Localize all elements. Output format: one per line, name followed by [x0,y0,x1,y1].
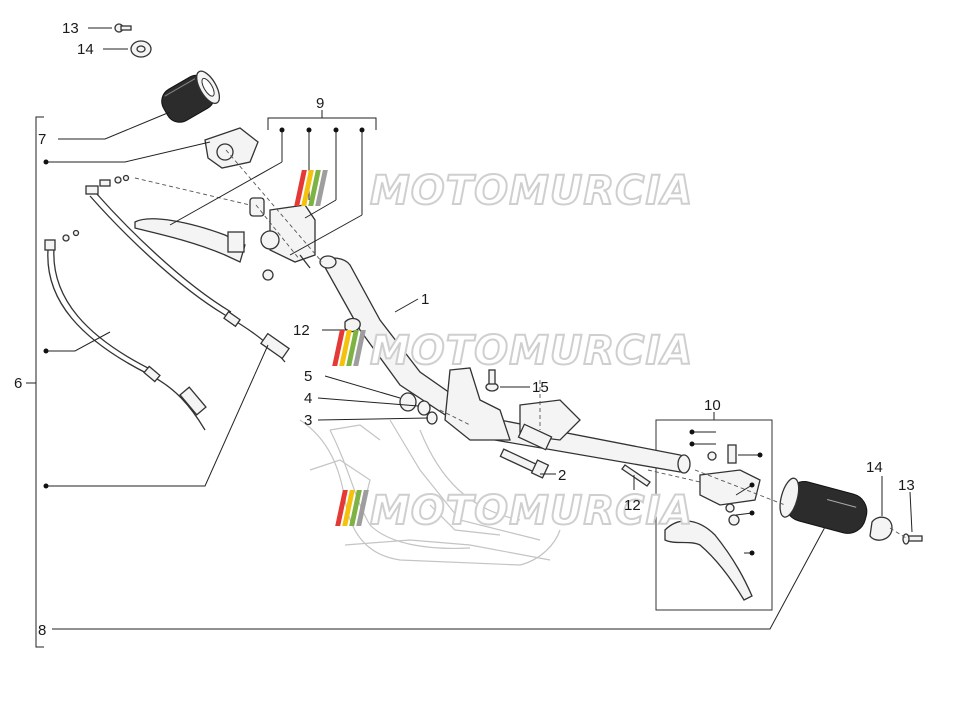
screw-13-left [114,23,132,33]
watermark-middle: MOTOMURCIA [332,327,693,375]
leader-lines [46,27,913,630]
bracket-6 [26,116,44,648]
washer-3 [426,411,438,425]
watermark-top: MOTOMURCIA [294,167,693,215]
bracket-9 [267,110,377,130]
grip-right [779,477,868,534]
callout-7: 7 [38,131,46,148]
callout-12-right: 12 [624,497,641,514]
callout-12-center: 12 [293,322,310,339]
grip-7-left [161,70,221,123]
callout-14-left: 14 [77,41,94,58]
watermark-text-bottom: MOTOMURCIA [370,488,693,534]
callout-13-right: 13 [898,477,915,494]
clip-12-right [621,464,651,487]
end-cap-14-right [869,516,893,541]
watermark-text-top: MOTOMURCIA [370,168,693,214]
screw-13-right [902,533,923,545]
callout-13-left: 13 [62,20,79,37]
callout-2: 2 [558,467,566,484]
brake-lever-left [134,218,246,263]
screw-15 [485,369,499,392]
callout-4: 4 [304,390,312,407]
cable-ends [44,174,290,416]
handlebar-1 [319,255,691,474]
cable-upper [89,195,286,363]
callout-15: 15 [532,379,549,396]
callout-10: 10 [704,397,721,414]
callout-9: 9 [316,95,324,112]
callout-3: 3 [304,412,312,429]
cable-lower [47,249,206,431]
frame-outline [299,419,561,566]
callout-14-right: 14 [866,459,883,476]
callout-6: 6 [14,375,22,392]
bullet-dots [43,127,763,556]
brake-lever-right-assembly [664,444,761,601]
washer-4 [417,400,431,416]
bolt-2 [499,448,550,479]
watermark-bottom: MOTOMURCIA [335,487,693,535]
master-cylinder-9 [249,197,316,281]
spacer-5 [399,392,417,412]
callout-5: 5 [304,368,312,385]
callout-1: 1 [421,291,429,308]
watermark-text-middle: MOTOMURCIA [370,328,693,374]
callout-8: 8 [38,622,46,639]
switch-housing-left [204,127,259,169]
